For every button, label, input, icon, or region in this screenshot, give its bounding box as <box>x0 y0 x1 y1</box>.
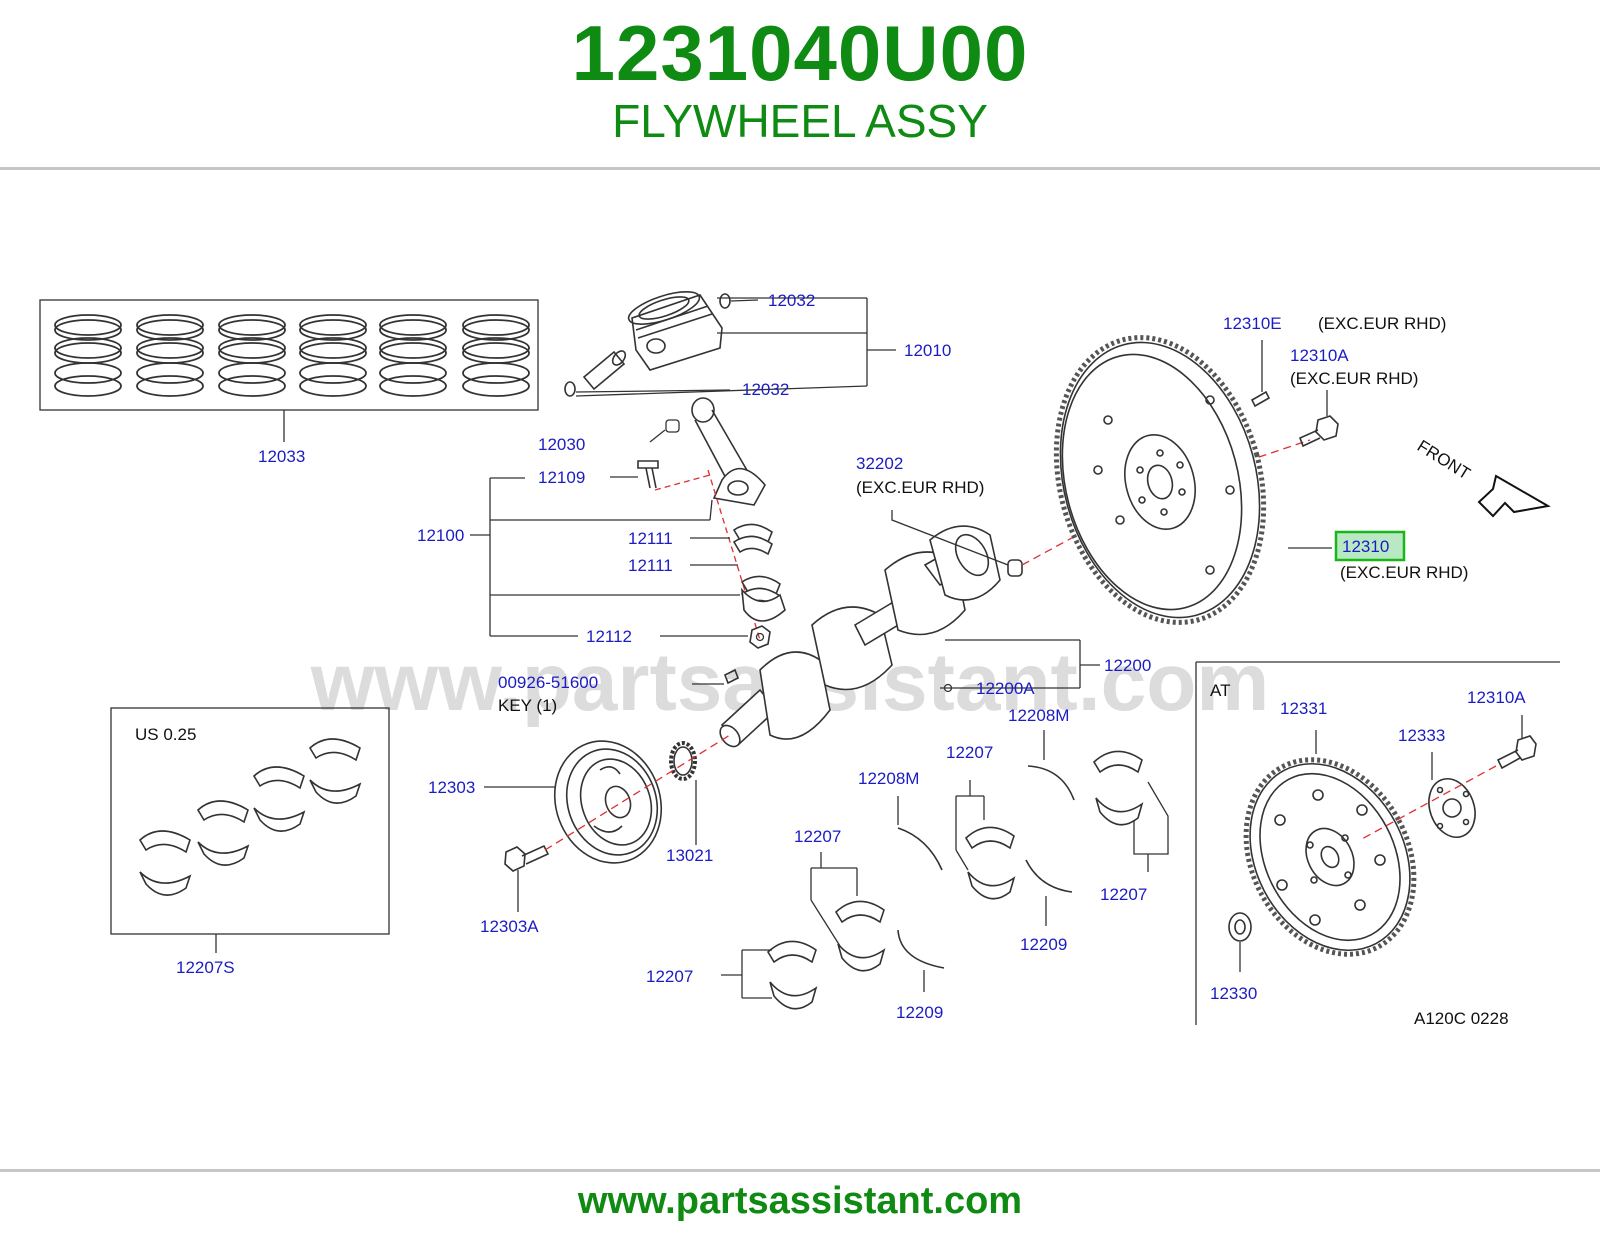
pilot-converter-bushing <box>1228 912 1252 942</box>
callout-12207S: 12207S <box>176 958 235 977</box>
part-number: 1231040U00 <box>571 9 1029 97</box>
callout-12033: 12033 <box>258 447 305 466</box>
callout-12330: 12330 <box>1210 984 1257 1003</box>
note-12310A-top: (EXC.EUR RHD) <box>1290 369 1418 388</box>
thrust-washer-3 <box>1027 765 1075 801</box>
callout-12209-right: 12209 <box>1020 935 1067 954</box>
callout-12207-right: 12207 <box>1100 885 1147 904</box>
reinforcement-plate <box>1428 778 1476 838</box>
rod-bolt <box>637 460 659 489</box>
callout-32202: 32202 <box>856 454 903 473</box>
connecting-rod <box>691 397 766 506</box>
callout-12207-bl: 12207 <box>646 967 693 986</box>
piston-rings-box <box>39 299 539 411</box>
drive-plate <box>1243 757 1417 957</box>
callout-12333: 12333 <box>1398 726 1445 745</box>
rod-nut <box>749 625 771 649</box>
callout-12112: 12112 <box>586 627 632 646</box>
callout-12030: 12030 <box>538 435 585 454</box>
callout-12208M-left: 12208M <box>858 769 919 788</box>
at-label: AT <box>1210 681 1230 700</box>
callout-12100: 12100 <box>417 526 464 545</box>
footer-url[interactable]: www.partsassistant.com <box>577 1180 1023 1222</box>
pulley-bolt <box>504 844 550 872</box>
piston-pin <box>582 350 627 391</box>
undersize-bearing-box <box>110 707 390 935</box>
pilot-bushing-pin <box>943 683 953 693</box>
undersize-bearings <box>138 738 362 896</box>
crankshaft <box>719 525 1001 748</box>
parts-diagram: www.partsassistant.com <box>39 291 1560 1028</box>
drive-plate-bolt <box>1496 735 1537 770</box>
crank-sprocket <box>669 741 697 781</box>
callout-12208M-right: 12208M <box>1008 706 1069 725</box>
callout-12310[interactable]: 12310 <box>1342 537 1389 556</box>
crank-pulley <box>553 740 663 864</box>
callout-12209-bottom: 12209 <box>896 1003 943 1022</box>
main-bearing-set-1 <box>766 940 818 1010</box>
thrust-washer-1 <box>897 827 943 871</box>
callout-12303: 12303 <box>428 778 475 797</box>
thrust-washer-2 <box>897 929 945 969</box>
note-12310E: (EXC.EUR RHD) <box>1318 314 1446 333</box>
header: 1231040U00 FLYWHEEL ASSY <box>0 0 1600 168</box>
snap-ring-top <box>719 293 731 309</box>
callout-12331: 12331 <box>1280 699 1327 718</box>
rod-bushing <box>665 419 680 433</box>
callout-12032-top: 12032 <box>768 291 815 310</box>
flywheel <box>1053 335 1267 625</box>
callout-12207-mid: 12207 <box>946 743 993 762</box>
front-label: FRONT <box>1414 436 1474 483</box>
rod-bearing-upper <box>732 523 773 556</box>
dowel-pin <box>1250 390 1271 408</box>
main-bearing-set-4 <box>1092 750 1144 826</box>
callout-12111-lower: 12111 <box>628 556 673 575</box>
part-title: FLYWHEEL ASSY <box>612 95 988 147</box>
note-12310: (EXC.EUR RHD) <box>1340 563 1468 582</box>
callout-00926-51600: 00926-51600 <box>498 673 598 692</box>
diagram-code: A120C 0228 <box>1414 1009 1509 1028</box>
flywheel-bolt <box>1298 415 1339 448</box>
header-divider <box>0 167 1600 170</box>
main-bearing-set-3 <box>964 826 1016 900</box>
callout-12200A: 12200A <box>976 679 1035 698</box>
callout-12303A: 12303A <box>480 917 539 936</box>
main-bearing-set-2 <box>834 900 886 972</box>
piston-ring-sets <box>54 314 530 397</box>
snap-ring-bottom <box>564 381 576 397</box>
crankshaft-key <box>723 668 740 685</box>
front-arrow <box>1477 474 1551 518</box>
callout-12109: 12109 <box>538 468 585 487</box>
undersize-label: US 0.25 <box>135 725 196 744</box>
note-32202: (EXC.EUR RHD) <box>856 478 984 497</box>
key-note: KEY (1) <box>498 696 557 715</box>
callout-12310E: 12310E <box>1223 314 1282 333</box>
pilot-bushing <box>1007 559 1023 577</box>
callout-12207-bm: 12207 <box>794 827 841 846</box>
thrust-washer-4 <box>1025 859 1073 893</box>
callout-12111-upper: 12111 <box>628 529 673 548</box>
footer-divider <box>0 1169 1600 1172</box>
callout-12032-bottom: 12032 <box>742 380 789 399</box>
callout-12310A-top: 12310A <box>1290 346 1349 365</box>
piston <box>627 291 723 371</box>
highlighted-part-box <box>1334 530 1406 562</box>
callout-13021: 13021 <box>666 846 713 865</box>
rod-cap <box>740 587 786 622</box>
callout-12010: 12010 <box>904 341 951 360</box>
callout-12310A-at: 12310A <box>1467 688 1526 707</box>
callout-12200: 12200 <box>1104 656 1151 675</box>
